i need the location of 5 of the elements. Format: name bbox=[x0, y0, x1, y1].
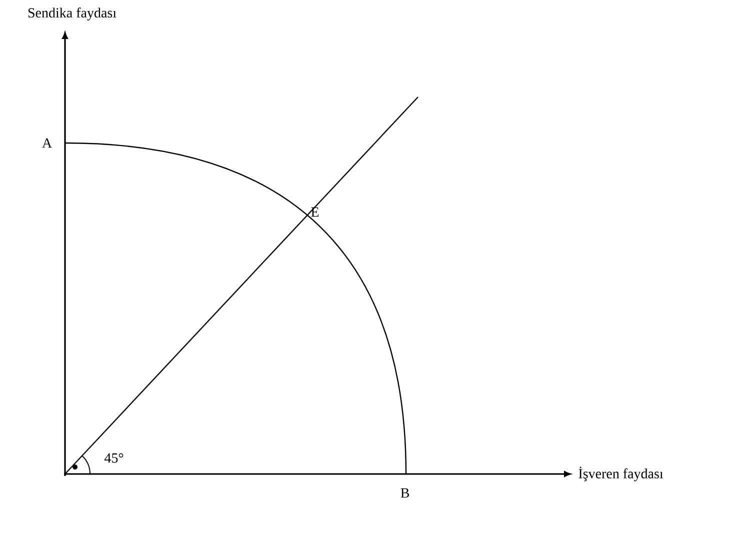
point-label: A bbox=[42, 138, 52, 148]
point-label: B bbox=[400, 488, 409, 498]
axis-label: İşveren faydası bbox=[578, 466, 664, 482]
angle-label: 45° bbox=[104, 453, 124, 463]
axis-label: Sendika faydası bbox=[28, 8, 116, 20]
